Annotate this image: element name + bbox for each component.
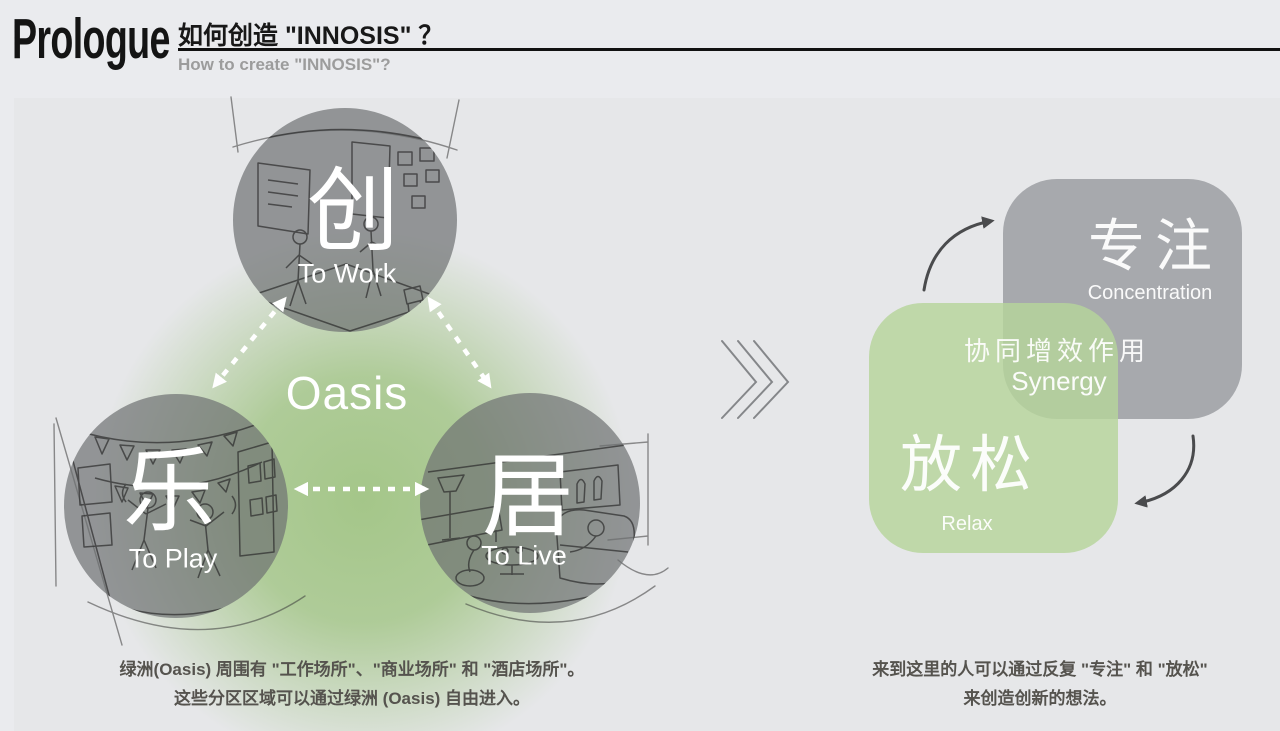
cycle-arrow-down-icon (1134, 434, 1196, 508)
cycle-arrows (922, 216, 1196, 508)
oasis-caption-line2: 这些分区区域可以通过绿洲 (Oasis) 自由进入。 (173, 689, 531, 708)
dashed-arrow-work-play (212, 296, 287, 389)
dashed-arrow-work-live (427, 296, 492, 389)
relax-block (869, 303, 1118, 553)
relax-char: 放松 (899, 432, 1041, 500)
circle-to-live (420, 393, 640, 613)
to-play-char: 乐 (122, 441, 216, 543)
title-underline (178, 48, 1280, 51)
to-live-char: 居 (481, 446, 575, 548)
to-work-label: To Work (297, 258, 397, 289)
to-work-char: 创 (306, 161, 400, 263)
dashed-arrows (212, 296, 492, 497)
oasis-circles (64, 108, 640, 618)
cycle-arrow-up-icon (922, 216, 995, 292)
oasis-label: Oasis (285, 367, 409, 419)
concentration-label: Concentration (1087, 282, 1213, 304)
relax-label: Relax (941, 513, 993, 535)
synergy-zh: 协同增效作用 (963, 337, 1151, 366)
cycle-caption-line2: 来创造创新的想法。 (963, 689, 1117, 708)
circle-to-work (233, 108, 457, 332)
page-title: Prologue (12, 7, 170, 71)
cycle-caption-line1: 来到这里的人可以通过反复 "专注" 和 "放松" (872, 660, 1208, 679)
to-live-label: To Live (481, 540, 567, 571)
oasis-caption: 绿洲(Oasis) 周围有 "工作场所"、"商业场所" 和 "酒店场所"。 这些… (84, 655, 620, 713)
circle-to-play (64, 394, 288, 618)
synergy-en: Synergy (1011, 366, 1107, 396)
slide-subtitle-en: How to create "INNOSIS"? (178, 55, 391, 74)
to-play-label: To Play (128, 543, 218, 574)
cycle-caption: 来到这里的人可以通过反复 "专注" 和 "放松" 来创造创新的想法。 (852, 655, 1228, 713)
oasis-caption-line1: 绿洲(Oasis) 周围有 "工作场所"、"商业场所" 和 "酒店场所"。 (119, 660, 585, 679)
concentration-char: 专注 (1088, 215, 1222, 279)
triple-chevron-right-icon (721, 340, 790, 419)
slide-title-zh: 如何创造 "INNOSIS" ？ (178, 22, 444, 50)
